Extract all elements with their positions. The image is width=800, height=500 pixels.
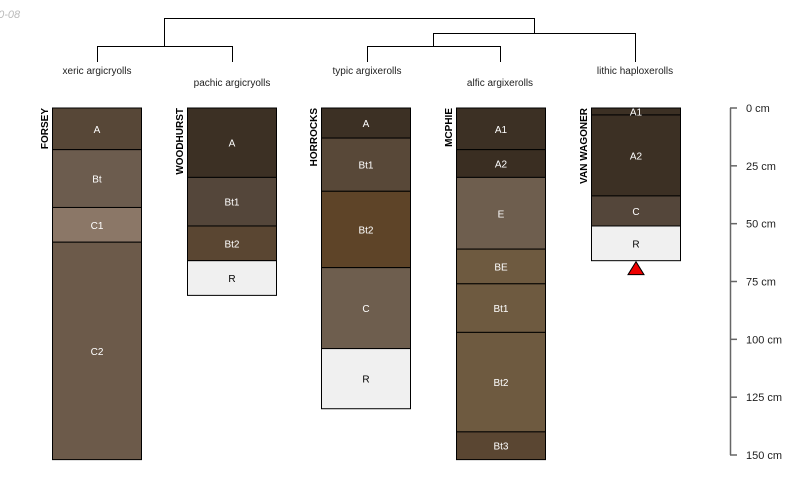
horizon-label: A1 (630, 107, 643, 118)
axis-tick-label: 50 cm (746, 219, 776, 231)
depth-axis: 0 cm 25 cm 50 cm 75 cm 100 cm 125 cm 150 cm (729, 103, 782, 462)
horizon (591, 114, 681, 197)
horizon (456, 248, 546, 285)
horizon-label: Bt1 (224, 198, 239, 209)
horizon (321, 107, 411, 139)
horizon (456, 176, 546, 250)
horizon-boxes (456, 107, 546, 461)
dendrogram (97, 18, 636, 62)
horizon (321, 348, 411, 410)
horizon (321, 190, 411, 269)
axis-tick-label: 75 cm (746, 277, 776, 289)
horizon (456, 283, 546, 333)
taxon-label: xeric argicryolls (63, 66, 132, 77)
horizon-label: C2 (91, 347, 104, 358)
horizon (52, 206, 142, 243)
horizon (52, 107, 142, 151)
horizon-boxes (591, 107, 681, 262)
bottom-marker-icon (627, 260, 645, 276)
horizon-label: Bt2 (358, 225, 373, 236)
horizon-label: A2 (630, 151, 643, 162)
horizon-label: A1 (495, 125, 508, 136)
horizon (187, 260, 277, 296)
horizon-boxes (187, 107, 277, 296)
horizon-label: Bt2 (493, 378, 508, 389)
axis-tick-label: 25 cm (746, 161, 776, 173)
horizon-label: E (498, 209, 505, 220)
horizon-label: Bt2 (224, 239, 239, 250)
horizon-label: C (632, 207, 639, 218)
horizon-label: Bt1 (493, 304, 508, 315)
profile-name: FORSEY (40, 108, 51, 149)
horizon-label: C (362, 304, 369, 315)
axis-tick-label: 125 cm (746, 392, 782, 404)
profile-name: MCPHIE (444, 108, 455, 147)
horizon (456, 149, 546, 178)
horizon (52, 241, 142, 461)
horizon (187, 225, 277, 262)
axis-tick-label: 0 cm (746, 103, 770, 115)
taxon-label: typic argixerolls (333, 66, 402, 77)
horizon (591, 225, 681, 262)
horizon-label: R (632, 239, 639, 250)
horizon-label: R (228, 274, 235, 285)
horizon-boxes (52, 107, 142, 461)
horizon-label: A (229, 139, 236, 150)
horizon (187, 176, 277, 227)
date-stamp: 10-08 (0, 9, 21, 21)
taxon-label: pachic argicryolls (194, 78, 271, 89)
axis-tick-label: 100 cm (746, 334, 782, 346)
horizon-boxes (321, 107, 411, 410)
taxon-label: lithic haploxerolls (597, 66, 673, 77)
horizon (591, 195, 681, 227)
horizon-label: R (362, 375, 369, 386)
horizon-label: Bt1 (358, 161, 373, 172)
horizon-label: C1 (91, 221, 104, 232)
horizon (456, 431, 546, 461)
horizon-label: Bt3 (493, 442, 508, 453)
horizon-label: BE (494, 262, 508, 273)
profile-name: WOODHURST (175, 108, 186, 175)
horizon (321, 267, 411, 350)
horizon-label: A (363, 119, 370, 130)
taxon-label: alfic argixerolls (467, 78, 533, 89)
axis-tick-label: 150 cm (746, 450, 782, 462)
profile-name: VAN WAGONER (579, 107, 590, 184)
horizon-label: A (94, 125, 101, 136)
horizon-label: A2 (495, 160, 508, 171)
profile-name: HORROCKS (309, 108, 320, 167)
horizon-label: Bt (92, 175, 102, 186)
horizon (52, 149, 142, 208)
horizon (456, 331, 546, 433)
